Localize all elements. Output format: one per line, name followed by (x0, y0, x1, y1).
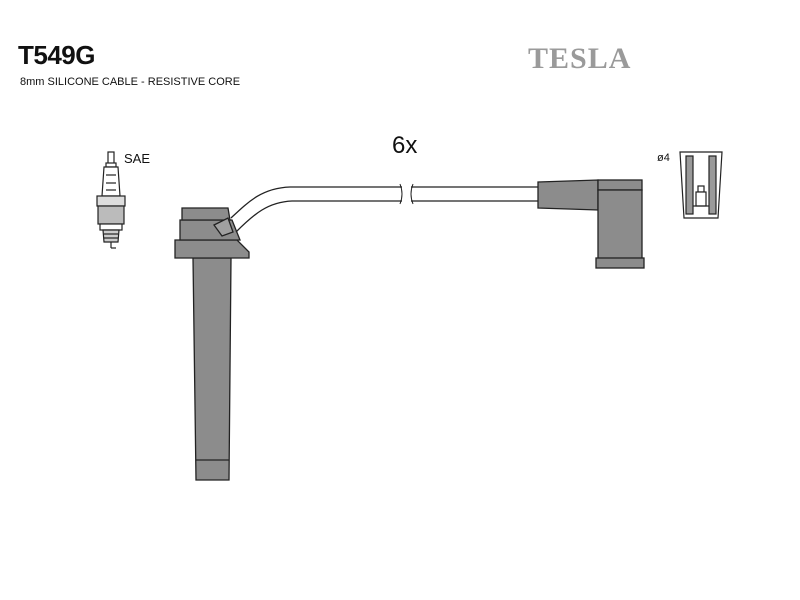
cable-description: 8mm SILICONE CABLE - RESISTIVE CORE (20, 76, 241, 88)
brand-logo: TESLA (528, 42, 632, 75)
quantity-label: 6x (392, 132, 418, 159)
terminal-diameter-label: ø4 (657, 152, 670, 164)
spark-plug-icon (96, 151, 126, 249)
part-number: T549G (18, 40, 96, 70)
coil-connector-icon (537, 179, 645, 269)
plug-type-label: SAE (124, 151, 151, 166)
terminal-icon (679, 151, 723, 219)
plug-boot-icon (174, 207, 250, 481)
ignition-cable (230, 183, 538, 233)
